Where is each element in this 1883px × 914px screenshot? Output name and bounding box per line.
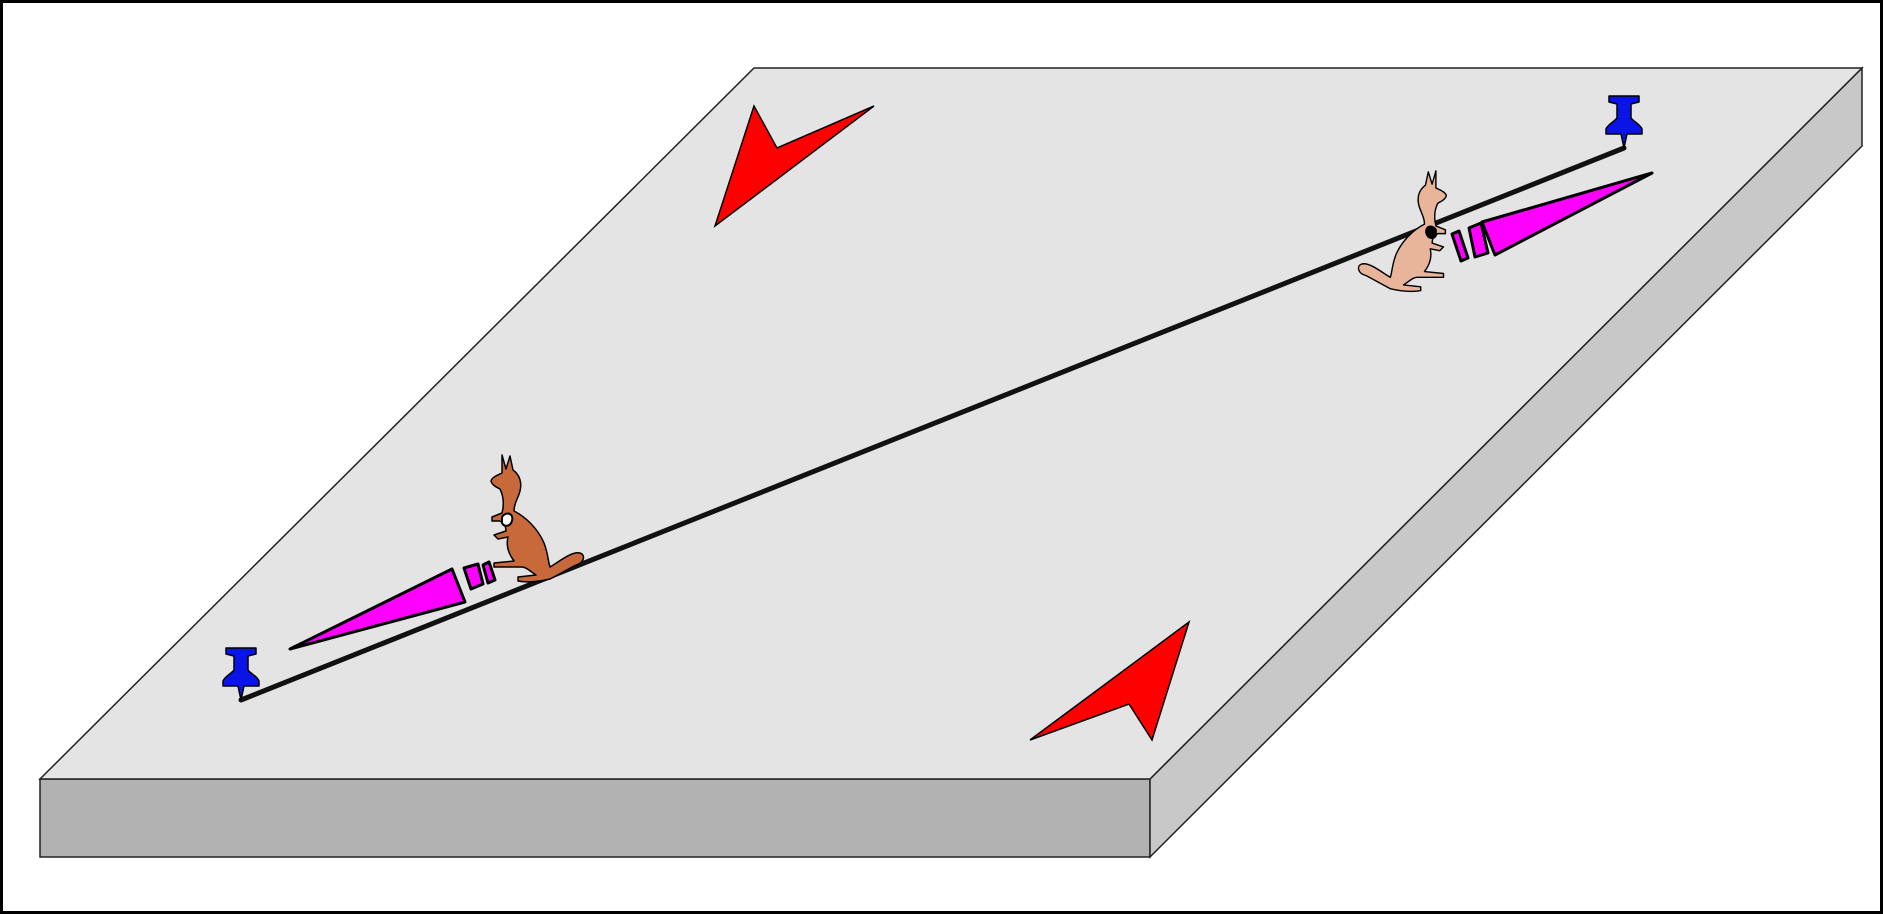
- kangaroo-icon: [490, 454, 585, 583]
- kangaroo-icon: [1357, 170, 1448, 293]
- string-line: [238, 145, 1627, 703]
- direction-arrow-icon: [1450, 171, 1654, 263]
- direction-arrow-icon: [288, 560, 497, 651]
- red-arrowhead-icon: [1029, 620, 1191, 742]
- board-front-face: [39, 778, 1151, 858]
- red-arrowhead-icon: [713, 104, 875, 229]
